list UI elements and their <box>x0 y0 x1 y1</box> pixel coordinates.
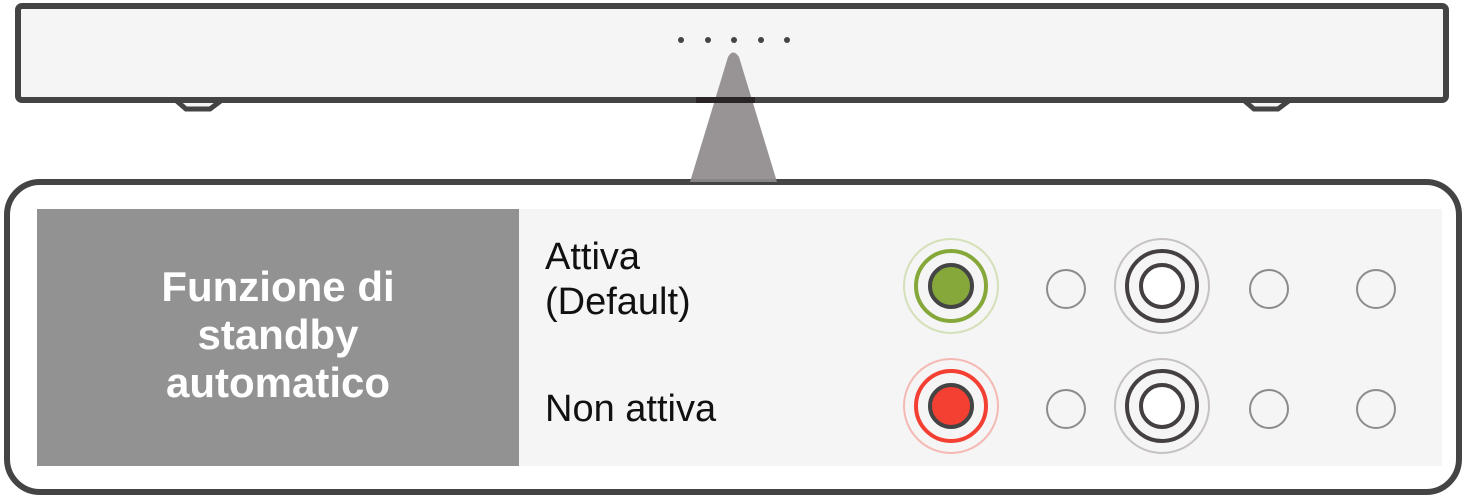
led-off-icon <box>1356 269 1396 309</box>
options-area: Attiva (Default) Non attiva <box>519 209 1442 466</box>
function-title-line-3: automatico <box>165 358 390 406</box>
option-label-active: Attiva (Default) <box>545 235 691 325</box>
white-led-icon <box>1114 238 1210 334</box>
option-label-inactive: Non attiva <box>545 387 716 432</box>
led-off-icon <box>1356 389 1396 429</box>
option-label-inactive-line-1: Non attiva <box>545 388 717 430</box>
option-label-active-line-1: Attiva <box>545 236 641 278</box>
indicator-dot-3 <box>731 37 737 43</box>
indicator-dot-2 <box>704 37 711 43</box>
function-title-line-2: standby <box>197 310 359 358</box>
indicator-dot-4 <box>757 37 764 43</box>
callout-panel: Funzione di standby automatico Attiva (D… <box>4 179 1462 495</box>
function-title-line-1: Funzione di <box>161 262 395 310</box>
green-led-icon <box>903 238 999 334</box>
indicator-row-active <box>519 236 1442 336</box>
led-off-icon <box>1046 269 1086 309</box>
indicator-row-inactive <box>519 356 1442 456</box>
led-off-icon <box>1046 389 1086 429</box>
function-title: Funzione di standby automatico <box>37 209 519 466</box>
soundbar-body <box>15 3 1449 103</box>
indicator-dot-5 <box>784 37 790 43</box>
option-label-active-line-2: (Default) <box>545 281 691 323</box>
indicator-dots <box>678 37 790 45</box>
white-led-icon <box>1114 358 1210 454</box>
indicator-dot-1 <box>678 37 684 43</box>
led-off-icon <box>1249 389 1289 429</box>
red-led-icon <box>903 358 999 454</box>
led-off-icon <box>1249 269 1289 309</box>
